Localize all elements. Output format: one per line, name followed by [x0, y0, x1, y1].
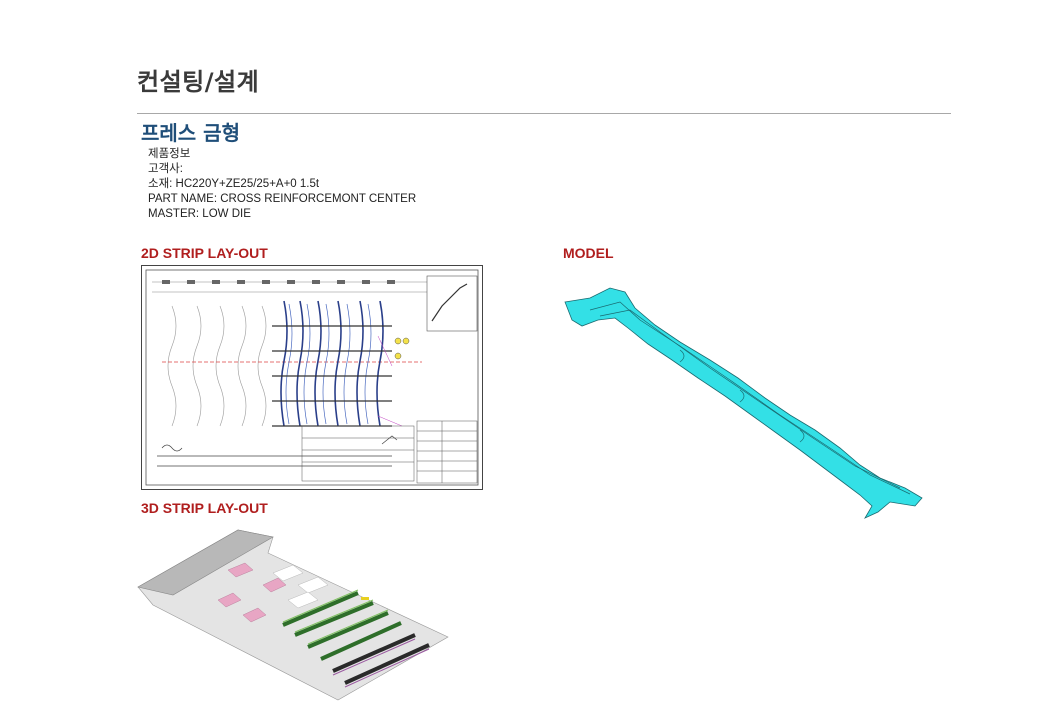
- strip-3d-label: 3D STRIP LAY-OUT: [141, 500, 268, 516]
- section-title: 프레스 금형: [141, 121, 240, 145]
- product-info-heading: 제품정보: [148, 148, 191, 160]
- material-line: 소재: HC220Y+ZE25/25+A+0 1.5t: [148, 178, 320, 190]
- title-divider: [137, 113, 951, 114]
- customer-line: 고객사:: [148, 163, 183, 175]
- strip-2d-label: 2D STRIP LAY-OUT: [141, 245, 268, 261]
- page-title: 컨설팅/설계: [137, 68, 260, 96]
- model-label: MODEL: [563, 245, 614, 261]
- product-info: 제품정보 고객사: 소재: HC220Y+ZE25/25+A+0 1.5t PA…: [148, 147, 416, 222]
- strip-3d-image: [133, 525, 453, 705]
- part-name-line: PART NAME: CROSS REINFORCEMONT CENTER: [148, 193, 417, 205]
- model-image: [560, 280, 930, 525]
- master-line: MASTER: LOW DIE: [148, 208, 251, 220]
- strip-2d-drawing: [141, 265, 483, 490]
